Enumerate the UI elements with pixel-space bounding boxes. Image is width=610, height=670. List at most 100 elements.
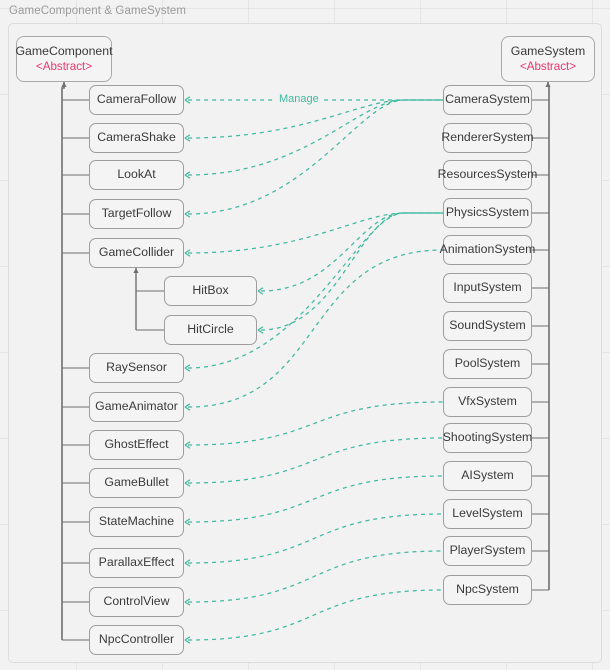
node-system-camerasystem[interactable]: CameraSystem: [443, 85, 532, 115]
inheritance-arrow-system: [545, 82, 551, 87]
node-label: PhysicsSystem: [445, 205, 530, 220]
manage-arrowhead: [184, 96, 191, 104]
manage-arrowhead: [184, 636, 191, 644]
node-system-shootingsystem[interactable]: ShootingSystem: [443, 423, 532, 453]
node-label: LevelSystem: [452, 506, 523, 521]
node-label: SoundSystem: [449, 318, 526, 333]
node-system-inputsystem[interactable]: InputSystem: [443, 273, 532, 303]
abstract-stereotype: <Abstract>: [519, 59, 577, 73]
node-label: GameCollider: [98, 245, 175, 260]
manage-arrowhead: [184, 171, 191, 179]
node-label: CameraSystem: [445, 92, 530, 107]
node-label: HitCircle: [187, 322, 234, 337]
node-label: ControlView: [103, 594, 170, 609]
manage-arrowhead: [184, 134, 191, 142]
node-component-statemachine[interactable]: StateMachine: [89, 507, 184, 537]
node-component-ghosteffect[interactable]: GhostEffect: [89, 430, 184, 460]
manage-relation: [187, 475, 444, 523]
manage-arrowhead: [184, 403, 191, 411]
manage-relation: [187, 589, 444, 641]
node-label: StateMachine: [98, 514, 175, 529]
manage-relation: [187, 99, 443, 139]
relation-lines: [184, 96, 444, 644]
manage-relation: [187, 212, 443, 254]
node-component-parallaxeffect[interactable]: ParallaxEffect: [89, 548, 184, 578]
node-component-camerafollow[interactable]: CameraFollow: [89, 85, 184, 115]
node-system-poolsystem[interactable]: PoolSystem: [443, 349, 532, 379]
node-system-playersystem[interactable]: PlayerSystem: [443, 536, 532, 566]
node-component-hitcircle[interactable]: HitCircle: [164, 315, 257, 345]
node-label: AISystem: [461, 468, 514, 483]
node-system-vfxsystem[interactable]: VfxSystem: [443, 387, 532, 417]
manage-arrowhead: [257, 326, 264, 334]
node-component-targetfollow[interactable]: TargetFollow: [89, 199, 184, 229]
diagram-canvas[interactable]: GameComponent<Abstract>GameSystem<Abstra…: [8, 23, 602, 663]
node-label: GhostEffect: [104, 437, 169, 452]
manage-arrowhead: [184, 364, 191, 372]
node-label: ResourcesSystem: [437, 167, 538, 182]
node-component-raysensor[interactable]: RaySensor: [89, 353, 184, 383]
node-component-lookat[interactable]: LookAt: [89, 160, 184, 190]
manage-arrowhead: [184, 479, 191, 487]
manage-arrowhead: [184, 518, 191, 526]
node-component-npccontroller[interactable]: NpcController: [89, 625, 184, 655]
manage-relation: [187, 212, 443, 369]
manage-relation: [260, 212, 443, 331]
node-system-aisystem[interactable]: AISystem: [443, 461, 532, 491]
node-system-animationsystem[interactable]: AnimationSystem: [440, 235, 535, 265]
inheritance-arrow-gamecollider: [133, 268, 139, 273]
manage-relation: [187, 401, 444, 446]
page-title: GameComponent & GameSystem: [9, 5, 187, 17]
node-label: GameSystem: [510, 43, 586, 58]
node-label: HitBox: [192, 283, 229, 298]
node-label: TargetFollow: [101, 206, 172, 221]
node-system-physicssystem[interactable]: PhysicsSystem: [443, 198, 532, 228]
node-label: CameraFollow: [96, 92, 177, 107]
node-component-gameanimator[interactable]: GameAnimator: [89, 392, 184, 422]
node-label: LookAt: [117, 167, 156, 182]
node-label: NpcController: [98, 632, 175, 647]
node-gamesystem-abstract[interactable]: GameSystem<Abstract>: [501, 36, 595, 82]
node-label: GameComponent: [15, 43, 113, 58]
manage-arrowhead: [184, 559, 191, 567]
manage-relation: [187, 513, 444, 564]
title-bar: GameComponent & GameSystem: [0, 0, 610, 22]
node-system-levelsystem[interactable]: LevelSystem: [443, 499, 532, 529]
manage-arrowhead: [184, 210, 191, 218]
node-system-soundsystem[interactable]: SoundSystem: [443, 311, 532, 341]
node-label: GameBullet: [104, 475, 169, 490]
node-component-gamecollider[interactable]: GameCollider: [89, 238, 184, 268]
node-label: GameAnimator: [95, 399, 178, 414]
node-label: RendererSystem: [441, 130, 534, 145]
manage-relation: [187, 99, 443, 215]
node-system-renderersystem[interactable]: RendererSystem: [441, 123, 534, 153]
manage-arrowhead: [184, 249, 191, 257]
node-system-resourcessystem[interactable]: ResourcesSystem: [438, 160, 537, 190]
node-gamecomponent-abstract[interactable]: GameComponent<Abstract>: [15, 36, 113, 82]
manage-relation: [260, 212, 443, 292]
manage-arrowhead: [184, 441, 191, 449]
node-component-controlview[interactable]: ControlView: [89, 587, 184, 617]
manage-relation: [187, 249, 444, 408]
node-system-npcsystem[interactable]: NpcSystem: [443, 575, 532, 605]
manage-relation: [187, 437, 444, 484]
manage-arrowhead: [257, 287, 264, 295]
node-component-gamebullet[interactable]: GameBullet: [89, 468, 184, 498]
node-label: VfxSystem: [458, 394, 517, 409]
node-label: AnimationSystem: [439, 242, 536, 257]
node-label: CameraShake: [97, 130, 176, 145]
manage-relation: [187, 550, 444, 603]
abstract-stereotype: <Abstract>: [35, 59, 93, 73]
node-label: PoolSystem: [454, 356, 521, 371]
node-component-hitbox[interactable]: HitBox: [164, 276, 257, 306]
inheritance-lines: [61, 82, 551, 641]
node-component-camerashake[interactable]: CameraShake: [89, 123, 184, 153]
node-label: InputSystem: [453, 280, 522, 295]
node-label: RaySensor: [106, 360, 167, 375]
manage-relation-label: Manage: [276, 93, 322, 105]
node-label: PlayerSystem: [449, 543, 526, 558]
node-label: NpcSystem: [456, 582, 519, 597]
node-label: ParallaxEffect: [98, 555, 175, 570]
node-label: ShootingSystem: [442, 430, 533, 445]
